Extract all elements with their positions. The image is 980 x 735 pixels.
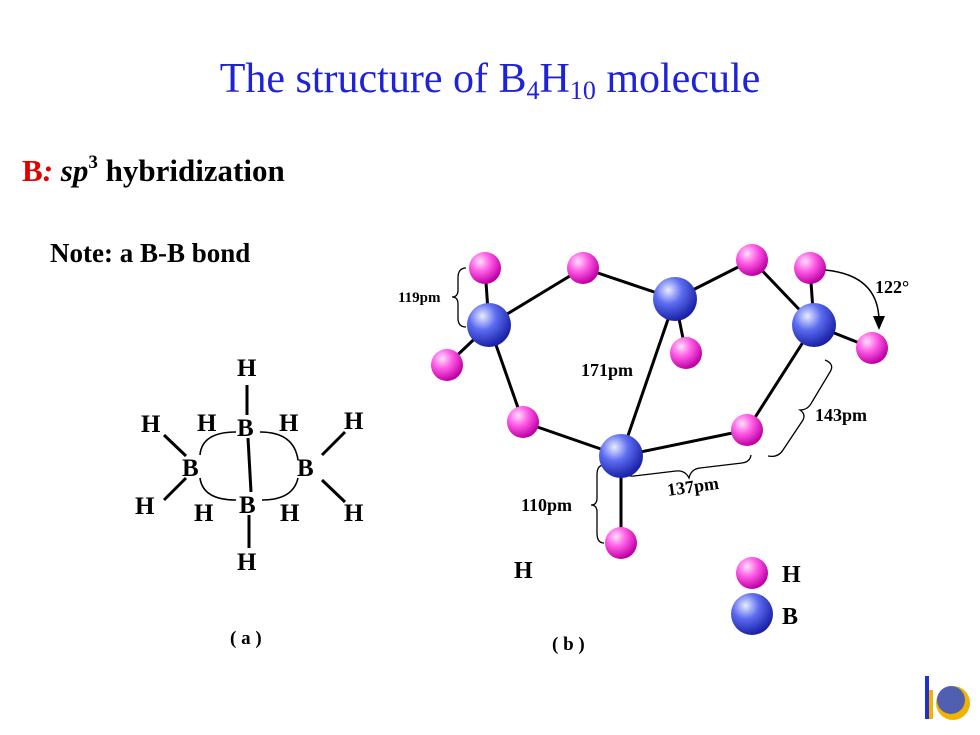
atom-h-left-upper: H bbox=[141, 411, 161, 438]
brace-137 bbox=[623, 454, 752, 480]
atom-h-bridge-ul: H bbox=[197, 410, 217, 437]
dim-110: 110pm bbox=[521, 495, 572, 515]
caption-b: ( b ) bbox=[552, 634, 585, 655]
atom-b-bottom: B bbox=[239, 492, 256, 519]
legend-h-label: H bbox=[782, 562, 801, 588]
hybridization-heading: B: sp3 hybridization bbox=[22, 152, 285, 188]
atom-b-left: B bbox=[182, 455, 199, 482]
brace-143 bbox=[767, 359, 833, 458]
bridge-arc-upper-left bbox=[199, 431, 237, 456]
dim-143: 143pm bbox=[815, 405, 867, 425]
legend-hydrogen-swatch bbox=[736, 557, 768, 589]
bridge-arc-upper-right bbox=[259, 431, 299, 461]
angle-122: 122° bbox=[875, 277, 909, 297]
angle-arrowhead bbox=[873, 316, 885, 330]
bond-h-right-upper bbox=[320, 430, 347, 457]
bond-b-b bbox=[246, 437, 253, 493]
boron-atoms bbox=[467, 277, 836, 478]
bond-h-right-lower bbox=[320, 478, 347, 504]
atom-h-right-lower: H bbox=[344, 500, 364, 527]
dim-137: 137pm bbox=[666, 473, 720, 500]
atom-h-bridge-ur: H bbox=[279, 410, 299, 437]
bridge-arc-lower-right bbox=[261, 477, 299, 501]
legend: H B bbox=[731, 557, 801, 635]
dim-119: 119pm bbox=[398, 290, 441, 306]
atom-b-top: B bbox=[237, 415, 254, 442]
legend-boron-swatch bbox=[731, 593, 773, 635]
legend-b-label: B bbox=[782, 604, 798, 630]
atom-b-right: B bbox=[297, 455, 314, 482]
brace-110 bbox=[590, 464, 605, 544]
atom-h-right-upper: H bbox=[344, 408, 364, 435]
caption-a: ( a ) bbox=[230, 628, 262, 649]
bond-h-left-lower bbox=[162, 476, 188, 502]
page-title: The structure of B4H10 molecule bbox=[219, 56, 761, 105]
bond-h-left-upper bbox=[162, 433, 188, 458]
bridge-arc-lower-left bbox=[199, 477, 237, 501]
atom-h-left-lower: H bbox=[135, 493, 155, 520]
dim-171: 171pm bbox=[581, 360, 633, 380]
atom-h-top: H bbox=[237, 355, 257, 382]
angle-arc bbox=[824, 269, 880, 321]
atom-h-bridge-lr: H bbox=[280, 500, 300, 527]
corner-logo bbox=[925, 676, 970, 720]
stray-h-label: H bbox=[514, 558, 533, 584]
atom-h-bridge-ll: H bbox=[194, 500, 214, 527]
atom-h-bottom: H bbox=[237, 549, 257, 576]
brace-119 bbox=[451, 267, 467, 328]
hydrogen-atoms bbox=[431, 244, 888, 559]
note-text: Note: a B-B bond bbox=[50, 238, 251, 268]
